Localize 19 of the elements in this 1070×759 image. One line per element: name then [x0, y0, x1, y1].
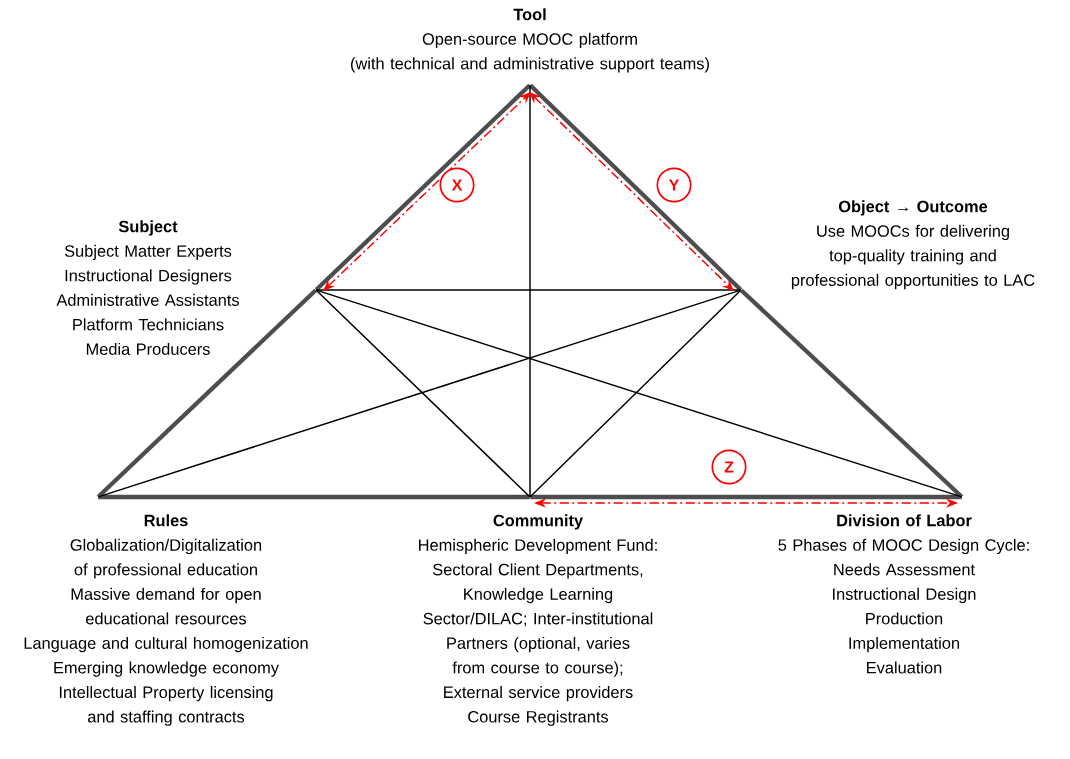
line	[739, 288, 964, 499]
vertex-label: Object → Outcome Use MOOCs for delivering top-quality training and professional opportunities to LAC	[791, 200, 1035, 290]
line	[98, 494, 530, 500]
edge-label: X	[439, 167, 475, 203]
vertex-label: Subject Subject Matter Experts Instructional Designers Administrative Assistants Platform Technicians Media Producers	[56, 220, 239, 355]
line	[96, 288, 318, 499]
line	[529, 84, 531, 498]
vertex-label: Division of Labor 5 Phases of MOOC Design Cycle: Needs Assessment Instructional Design Production Implementation Evaluation	[778, 514, 1029, 674]
vertex-label: Tool Open-source MOOC platform (with technical and administrative support teams)	[351, 8, 709, 73]
edge-label: Z	[711, 449, 747, 485]
line	[315, 289, 742, 291]
line	[315, 289, 531, 498]
line	[315, 289, 963, 498]
line	[529, 289, 742, 498]
vertex-label: Community Hemispheric Development Fund: Sectoral Client Departments, Knowledge Learning Sector/DILAC; Inter-institutional Partners (optional, varies from course to course); External service providers Course Registrants	[419, 514, 657, 726]
line	[530, 494, 962, 500]
edge-label: Y	[656, 167, 692, 203]
line	[97, 289, 742, 498]
vertex-label: Rules Globalization/Digitalization of professional education Massive demand for open educational resources Language and cultural homogenization Emerging knowledge economy Intellectual Property licensing and staffing contracts	[24, 514, 308, 726]
